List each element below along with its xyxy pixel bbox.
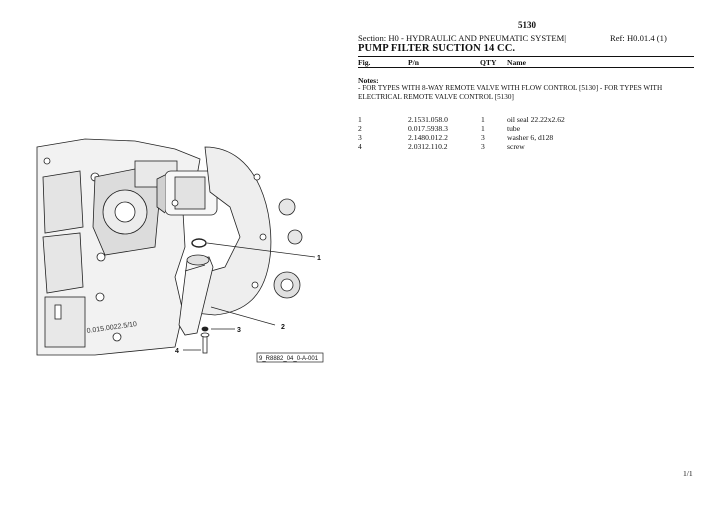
reference-code: Ref: H0.01.4 (1) — [610, 33, 667, 43]
callout-3: 3 — [237, 327, 241, 334]
column-header-fig: Fig. — [358, 58, 371, 67]
header-rule — [358, 56, 694, 57]
table-row-4-pn: 2.0312.110.2 — [408, 142, 448, 151]
callout-2: 2 — [281, 324, 285, 331]
exploded-parts-diagram: 1 2 3 4 0.015.0022.5/10 9_R8882_04_0-A-0… — [25, 137, 325, 365]
table-row-3-qty: 3 — [481, 133, 485, 142]
table-row-3-pn: 2.1480.012.2 — [408, 133, 448, 142]
table-row-2-name: tube — [507, 124, 521, 133]
table-row-3-fig: 3 — [358, 133, 362, 142]
notes-heading: Notes: — [358, 76, 379, 85]
table-row-4-fig: 4 — [358, 142, 362, 151]
table-row-1-qty: 1 — [481, 115, 485, 124]
column-header-name: Name — [507, 58, 526, 67]
table-row-2-pn: 0.017.5938.3 — [408, 124, 448, 133]
column-header-qty: QTY — [480, 58, 497, 67]
table-row-1-fig: 1 — [358, 115, 362, 124]
drawing-code: 9_R8882_04_0-A-001 — [259, 356, 319, 362]
callout-4: 4 — [175, 348, 179, 355]
table-row-3-name: washer 6, d128 — [507, 133, 554, 142]
callout-1: 1 — [317, 255, 321, 262]
table-row-4-name: screw — [507, 142, 525, 151]
page-number: 1/1 — [683, 469, 693, 478]
column-header-pn: P/n — [408, 58, 419, 67]
table-header-rule — [358, 67, 694, 68]
table-row-1-name: oil seal 22.22x2.62 — [507, 115, 565, 124]
model-number: 5130 — [518, 20, 536, 30]
page-title: PUMP FILTER SUCTION 14 CC. — [358, 43, 516, 54]
table-row-2-qty: 1 — [481, 124, 485, 133]
notes-text: - FOR TYPES WITH 8-WAY REMOTE VALVE WITH… — [358, 84, 663, 101]
table-row-4-qty: 3 — [481, 142, 485, 151]
section-label: Section: H0 - HYDRAULIC AND PNEUMATIC SY… — [358, 33, 566, 43]
table-row-1-pn: 2.1531.058.0 — [408, 115, 448, 124]
table-row-2-fig: 2 — [358, 124, 362, 133]
